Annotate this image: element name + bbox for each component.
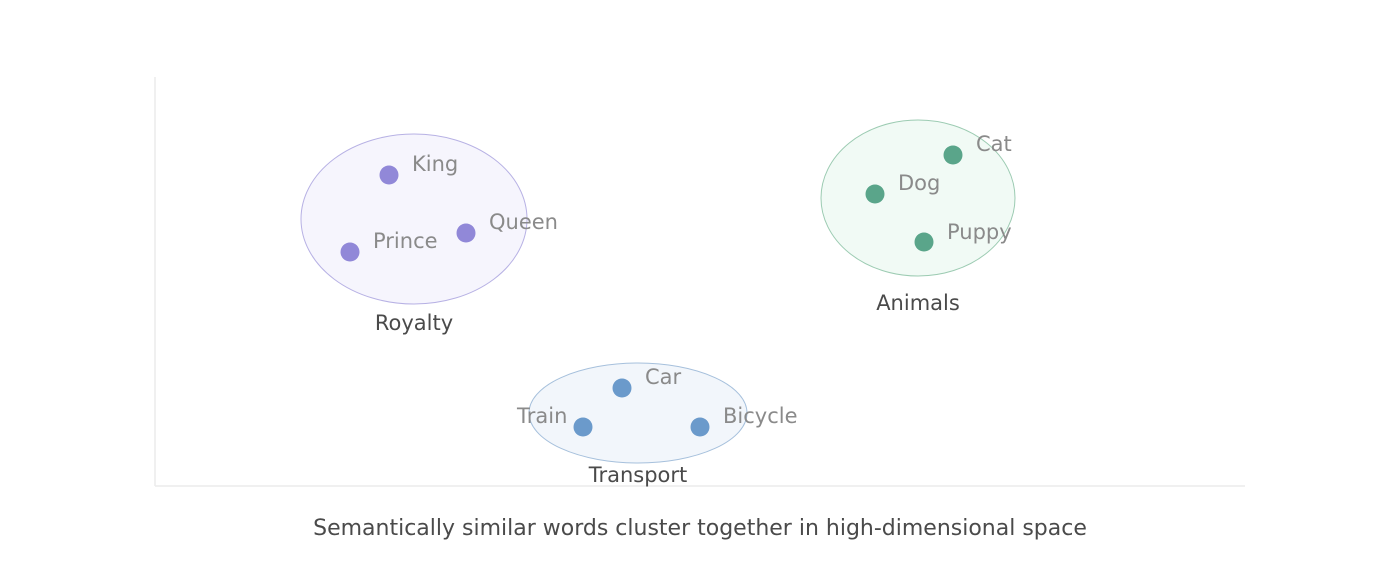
point-bicycle bbox=[690, 417, 710, 437]
cluster-animals-boundary bbox=[820, 119, 1016, 277]
cluster-label-transport: Transport bbox=[588, 463, 688, 487]
word-label-queen: Queen bbox=[489, 210, 558, 234]
point-king bbox=[379, 165, 399, 185]
word-label-train: Train bbox=[516, 404, 567, 428]
point-dog bbox=[865, 184, 885, 204]
point-train bbox=[573, 417, 593, 437]
point-cat bbox=[943, 145, 963, 165]
word-label-prince: Prince bbox=[373, 229, 438, 253]
cluster-animals: Cat Dog Puppy Animals bbox=[820, 119, 1016, 315]
cluster-royalty: King Queen Prince Royalty bbox=[300, 133, 558, 335]
cluster-label-royalty: Royalty bbox=[375, 311, 453, 335]
word-label-cat: Cat bbox=[976, 132, 1012, 156]
word-label-king: King bbox=[412, 152, 458, 176]
word-label-car: Car bbox=[645, 365, 682, 389]
word-label-bicycle: Bicycle bbox=[723, 404, 798, 428]
word-label-puppy: Puppy bbox=[947, 220, 1012, 244]
word-label-dog: Dog bbox=[898, 171, 940, 195]
point-queen bbox=[456, 223, 476, 243]
cluster-label-animals: Animals bbox=[876, 291, 960, 315]
cluster-transport: Car Train Bicycle Transport bbox=[516, 362, 798, 487]
point-puppy bbox=[914, 232, 934, 252]
point-car bbox=[612, 378, 632, 398]
cluster-royalty-boundary bbox=[300, 133, 528, 305]
point-prince bbox=[340, 242, 360, 262]
cluster-transport-boundary bbox=[528, 362, 748, 464]
figure-caption: Semantically similar words cluster toget… bbox=[313, 516, 1087, 541]
